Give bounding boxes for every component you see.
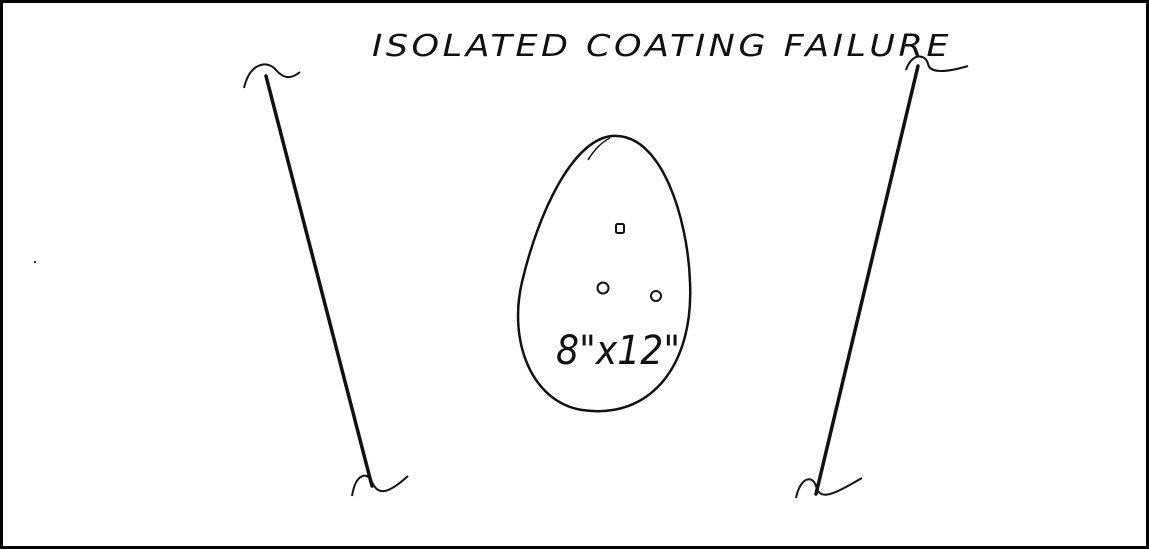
failure-area-oval [516, 134, 692, 413]
left-wall [243, 63, 409, 497]
right-wall-line [814, 64, 920, 496]
oval-overlap-stroke [587, 137, 611, 161]
dimension-label: 8"x12" [556, 328, 680, 374]
pit-mark [615, 223, 625, 234]
coating-pits [596, 223, 662, 302]
left-wall-top-break [243, 63, 301, 89]
pit-mark [650, 290, 662, 302]
stray-dot [33, 260, 37, 264]
left-wall-bottom-break [351, 474, 409, 497]
left-wall-line [264, 74, 374, 488]
right-wall-top-break [905, 55, 969, 72]
right-wall-bottom-break [795, 477, 863, 499]
right-wall [795, 55, 969, 499]
pit-mark [596, 281, 610, 295]
sketch-title: ISOLATED COATING FAILURE [372, 29, 952, 64]
